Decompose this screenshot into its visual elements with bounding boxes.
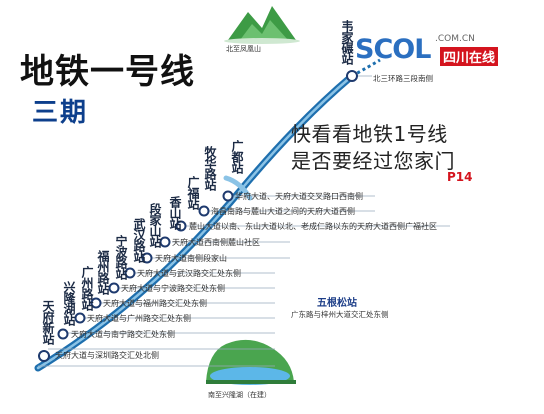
page-title: 地铁一号线 bbox=[20, 52, 195, 92]
station-dot-guangdu bbox=[222, 190, 234, 202]
station-dot-wuhanlu bbox=[124, 267, 136, 279]
south-landmark-caption: 南至兴隆湖（在建） bbox=[208, 391, 271, 399]
station-desc-weijianian: 北三环路三段南侧 bbox=[373, 74, 433, 83]
station-name-wuhanlu: 武汉路站 bbox=[132, 218, 146, 262]
station-desc-guangdu: 华府大道、天府大道交叉路口西南侧 bbox=[235, 192, 363, 201]
phase-label: 三期 bbox=[32, 98, 89, 128]
station-dot-muhualu bbox=[198, 205, 210, 217]
station-name-guangdu: 广都站 bbox=[230, 140, 244, 173]
mountain-illustration bbox=[224, 6, 300, 44]
promo-line-2: 是否要经过您家门 bbox=[291, 149, 455, 173]
station-name-duanjiashan: 段家山站 bbox=[148, 203, 162, 247]
station-desc-xinglonghu: 天府大道与南宁路交汇处东侧 bbox=[71, 330, 175, 339]
station-desc-tianfuxin: 天府大道与深圳路交汇处北侧 bbox=[55, 351, 159, 360]
logo-main: SCOL bbox=[355, 34, 431, 65]
station-dot-xiangshan bbox=[159, 236, 171, 248]
station-dot-weijianian bbox=[346, 70, 358, 82]
station-name-wugensong: 五根松站 bbox=[317, 298, 357, 309]
station-dot-ningbolu bbox=[108, 282, 120, 294]
station-name-guangzhoulu: 广州路站 bbox=[80, 266, 94, 310]
station-dot-fuzhoulu bbox=[90, 297, 102, 309]
station-name-xiangshan: 香山站 bbox=[168, 196, 182, 229]
promo-line-1: 快看看地铁1号线 bbox=[291, 122, 448, 146]
station-desc-wuhanlu: 天府大道与武汉路交汇处东侧 bbox=[137, 269, 241, 278]
station-desc-xiangshan: 天府大道西南侧麓山社区 bbox=[172, 238, 260, 247]
station-markers bbox=[38, 70, 358, 362]
station-dot-xinglonghu bbox=[57, 328, 69, 340]
page-reference: P14 bbox=[447, 170, 473, 184]
station-desc-guangfu: 麓山大道以南、东山大道以北、老成仁路以东的天府大道西侧广福社区 bbox=[189, 222, 437, 231]
logo-domain: .COM.CN bbox=[435, 34, 475, 44]
station-dot-duanjiashan bbox=[141, 252, 153, 264]
station-desc-wugensong: 广东路与梓州大道交汇处东侧 bbox=[291, 310, 389, 319]
station-desc-guangzhoulu: 天府大道与广州路交汇处东侧 bbox=[87, 314, 191, 323]
logo-name: 四川在线 bbox=[440, 47, 499, 66]
station-name-ningbolu: 宁波路站 bbox=[114, 235, 128, 279]
station-name-xinglonghu: 兴隆湖站 bbox=[62, 281, 76, 325]
station-name-muhualu: 牧华路站 bbox=[203, 146, 217, 190]
station-name-weijianian: 韦家碾站 bbox=[340, 20, 354, 64]
leader-lines bbox=[38, 75, 450, 367]
station-desc-muhualu: 海昌南路与麓山大道之间的天府大道西侧 bbox=[211, 207, 355, 216]
station-name-guangfu: 广福站 bbox=[186, 176, 200, 209]
station-name-tianfuxin: 天府新站 bbox=[41, 300, 55, 344]
station-dot-guangzhoulu bbox=[74, 312, 86, 324]
lake-illustration bbox=[206, 339, 296, 385]
scol-logo: SCOL .COM.CN 四川在线 bbox=[355, 34, 499, 70]
station-desc-ningbolu: 天府大道与宁波路交汇处东侧 bbox=[121, 284, 225, 293]
station-name-fuzhoulu: 福州路站 bbox=[96, 250, 110, 294]
route-line bbox=[34, 58, 381, 372]
station-dot-guangfu bbox=[175, 220, 187, 232]
station-desc-fuzhoulu: 天府大道与福州路交汇处东侧 bbox=[103, 299, 207, 308]
north-landmark-caption: 北至凤凰山 bbox=[226, 45, 261, 53]
station-desc-duanjiashan: 天府大道南侧段家山 bbox=[155, 254, 227, 263]
station-dot-tianfuxin bbox=[38, 350, 50, 362]
